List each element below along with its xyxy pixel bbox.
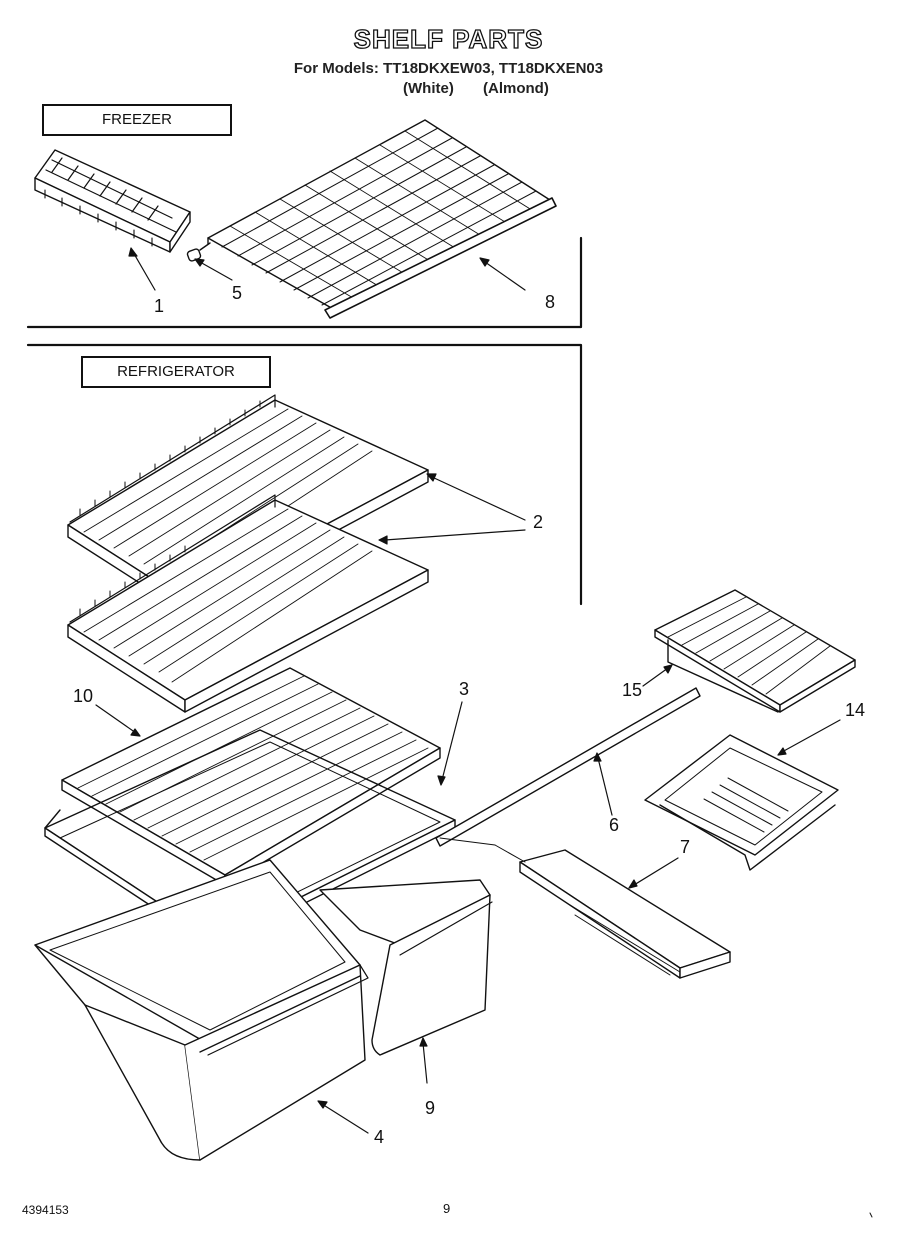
leader-lines: [95, 247, 841, 1134]
callout-8: 8: [545, 292, 556, 312]
refrigerator-glass-shelf-lower: [67, 494, 429, 713]
refrigerator-frame: [26, 343, 583, 606]
callout-9: 9: [425, 1098, 436, 1118]
color-almond-label: (Almond): [483, 80, 549, 97]
freezer-section-label: FREEZER: [42, 104, 232, 136]
models-line: For Models: TT18DKXEW03, TT18DKXEN03: [293, 60, 604, 77]
freezer-frame: [26, 236, 583, 329]
refrigerator-section-label: REFRIGERATOR: [81, 356, 271, 388]
callout-6: 6: [609, 815, 620, 835]
drawer-guide-lines: [439, 837, 873, 1218]
meat-pan-part: [644, 734, 839, 871]
document-number: 4394153: [22, 1203, 69, 1217]
callout-5: 5: [232, 283, 243, 303]
crisper-drawer-small-part: [319, 879, 493, 1056]
page-number: 9: [443, 1201, 451, 1216]
callout-14: 14: [845, 700, 866, 720]
callout-2: 2: [533, 512, 544, 532]
callout-1: 1: [154, 296, 165, 316]
page-title: SHELF PARTS: [353, 23, 544, 54]
callout-7: 7: [680, 837, 691, 857]
crisper-drawer-large-part: [34, 859, 369, 1161]
freezer-wire-shelf-part: [207, 119, 557, 319]
color-white-label: (White): [403, 80, 454, 97]
deli-shelf-part: [654, 589, 856, 713]
callout-3: 3: [459, 679, 470, 699]
callout-10: 10: [73, 686, 94, 706]
callout-15: 15: [622, 680, 643, 700]
support-rail-part: [435, 687, 701, 847]
cover-control-part: [519, 849, 731, 979]
crisper-cover-insert-part: [61, 667, 441, 886]
callout-4: 4: [374, 1127, 385, 1147]
ice-tray-part: [34, 149, 191, 253]
